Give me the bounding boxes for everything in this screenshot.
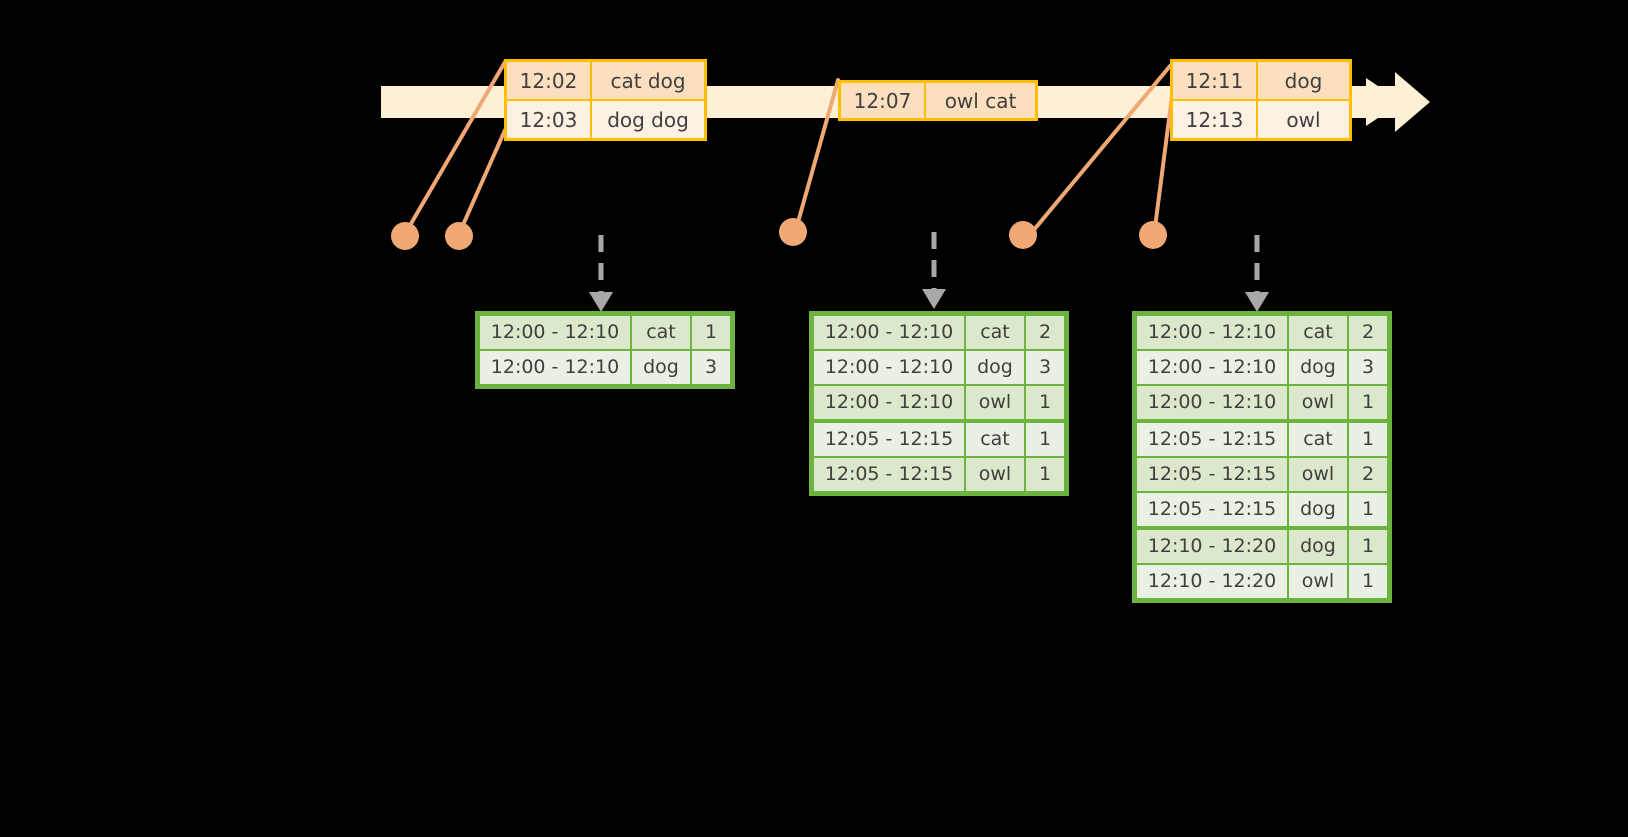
cell-key: owl	[1289, 565, 1347, 598]
stream-markers	[391, 218, 1167, 250]
cell-count: 2	[1349, 458, 1387, 491]
event-payload: dog dog	[592, 101, 704, 138]
cell-key: dog	[1289, 351, 1347, 384]
event-row[interactable]: 12:13 owl	[1173, 99, 1349, 138]
cell-count: 1	[1349, 493, 1387, 526]
dashed-arrow-2	[922, 232, 946, 309]
event-time: 12:07	[841, 83, 926, 118]
cell-key: owl	[966, 458, 1024, 491]
cell-key: dog	[632, 351, 690, 384]
cell-key: owl	[966, 386, 1024, 419]
dashed-arrow-3	[1245, 235, 1269, 312]
dashed-arrows	[589, 232, 1269, 312]
cell-window: 12:00 - 12:10	[480, 316, 630, 349]
cell-key: dog	[966, 351, 1024, 384]
cell-key: cat	[632, 316, 690, 349]
cell-window: 12:05 - 12:15	[814, 458, 964, 491]
event-payload: dog	[1258, 62, 1349, 99]
dashed-arrow-1	[589, 235, 613, 312]
cell-count: 2	[1026, 316, 1064, 349]
cell-count: 1	[1026, 423, 1064, 456]
cell-count: 1	[1349, 565, 1387, 598]
event-payload: cat dog	[592, 62, 704, 99]
event-row[interactable]: 12:02 cat dog	[507, 62, 704, 99]
cell-key: owl	[1289, 386, 1347, 419]
event-time: 12:03	[507, 101, 592, 138]
cell-window: 12:05 - 12:15	[1137, 493, 1287, 526]
cell-count: 3	[692, 351, 730, 384]
cell-window: 12:00 - 12:10	[814, 386, 964, 419]
cell-window: 12:00 - 12:10	[1137, 316, 1287, 349]
event-row[interactable]: 12:11 dog	[1173, 62, 1349, 99]
event-time: 12:02	[507, 62, 592, 99]
cell-key: cat	[1289, 316, 1347, 349]
event-payload: owl	[1258, 101, 1349, 138]
cell-window: 12:00 - 12:10	[1137, 386, 1287, 419]
event-box-3[interactable]: 12:11 dog 12:13 owl	[1170, 59, 1352, 141]
cell-key: cat	[1289, 423, 1347, 456]
cell-count: 1	[1026, 386, 1064, 419]
stream-marker-3	[779, 218, 807, 246]
event-box-2[interactable]: 12:07 owl cat	[838, 80, 1038, 121]
cell-window: 12:00 - 12:10	[1137, 351, 1287, 384]
cell-window: 12:05 - 12:15	[814, 423, 964, 456]
cell-window: 12:10 - 12:20	[1137, 565, 1287, 598]
cell-window: 12:05 - 12:15	[1137, 423, 1287, 456]
event-row[interactable]: 12:03 dog dog	[507, 99, 704, 138]
cell-count: 3	[1349, 351, 1387, 384]
cell-count: 1	[1349, 386, 1387, 419]
event-row[interactable]: 12:07 owl cat	[841, 83, 1035, 118]
stream-marker-5	[1139, 221, 1167, 249]
cell-count: 2	[1349, 316, 1387, 349]
event-payload: owl cat	[926, 83, 1035, 118]
stream-marker-1	[391, 222, 419, 250]
cell-window: 12:00 - 12:10	[814, 316, 964, 349]
cell-window: 12:00 - 12:10	[814, 351, 964, 384]
cell-window: 12:00 - 12:10	[480, 351, 630, 384]
cell-count: 3	[1026, 351, 1064, 384]
cell-key: owl	[1289, 458, 1347, 491]
stream-marker-4	[1009, 221, 1037, 249]
event-box-1[interactable]: 12:02 cat dog 12:03 dog dog	[504, 59, 707, 141]
cell-key: dog	[1289, 493, 1347, 526]
cell-key: cat	[966, 316, 1024, 349]
cell-key: cat	[966, 423, 1024, 456]
event-time: 12:13	[1173, 101, 1258, 138]
stream-marker-2	[445, 222, 473, 250]
cell-window: 12:10 - 12:20	[1137, 530, 1287, 563]
event-time: 12:11	[1173, 62, 1258, 99]
cell-count: 1	[1026, 458, 1064, 491]
cell-count: 1	[1349, 423, 1387, 456]
cell-window: 12:05 - 12:15	[1137, 458, 1287, 491]
cell-key: dog	[1289, 530, 1347, 563]
cell-count: 1	[1349, 530, 1387, 563]
cell-count: 1	[692, 316, 730, 349]
